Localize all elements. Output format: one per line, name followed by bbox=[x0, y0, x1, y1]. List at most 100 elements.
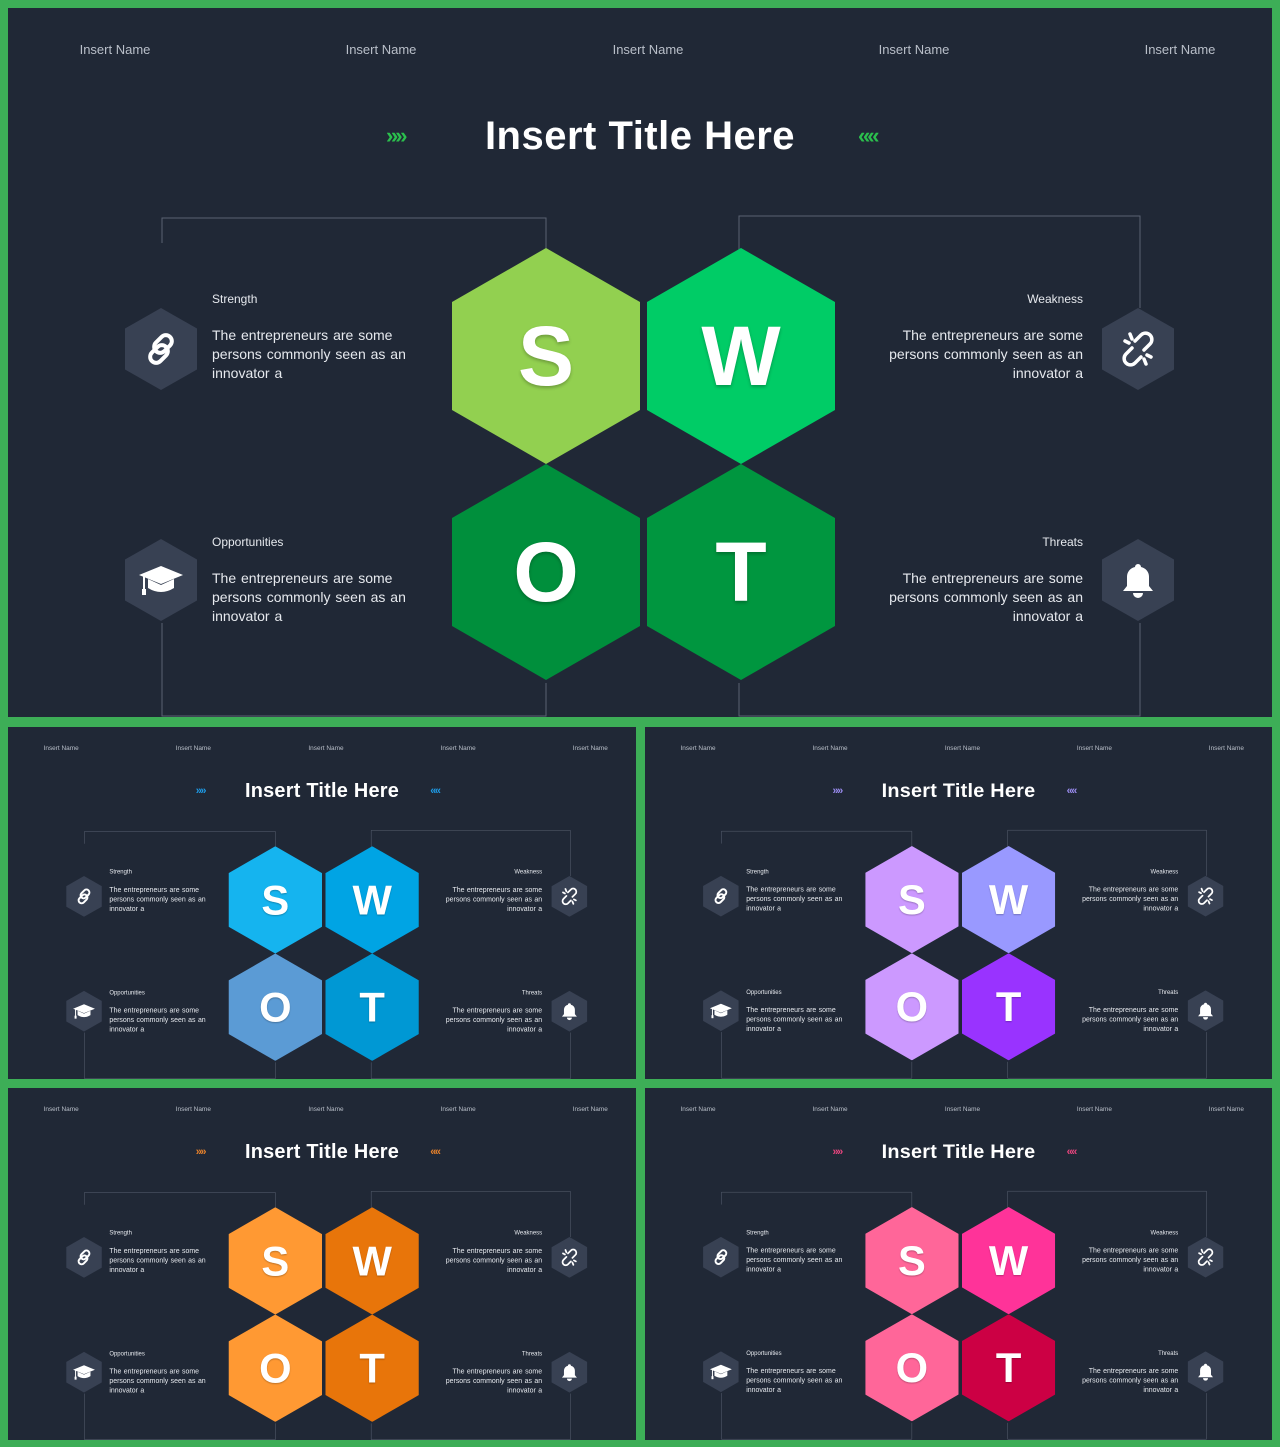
weakness-text: The entrepreneurs are some persons commo… bbox=[445, 885, 543, 913]
threats-label: Threats bbox=[1042, 535, 1083, 549]
swot-hex-weakness: W bbox=[961, 846, 1056, 954]
connector-lines bbox=[161, 215, 1141, 717]
header-name: Insert Name bbox=[175, 743, 211, 752]
title-row: »» Insert Title Here «« bbox=[8, 1138, 636, 1168]
slide-content: Insert Name Insert Name Insert Name Inse… bbox=[645, 727, 1272, 1079]
chevron-left-icon: «« bbox=[1066, 784, 1078, 797]
slide-content: Insert Name Insert Name Insert Name Inse… bbox=[8, 727, 636, 1079]
chevron-right-icon: »» bbox=[195, 784, 207, 797]
weakness-label: Weakness bbox=[1150, 1228, 1179, 1236]
header-name: Insert Name bbox=[175, 1104, 211, 1113]
broken-link-icon bbox=[1197, 1248, 1214, 1266]
header-names: Insert Name Insert Name Insert Name Inse… bbox=[8, 744, 636, 754]
bell-icon bbox=[561, 1364, 577, 1382]
strength-text: The entrepreneurs are some persons commo… bbox=[109, 1246, 206, 1274]
bell-icon bbox=[1123, 564, 1153, 598]
header-name: Insert Name bbox=[308, 1104, 344, 1113]
weakness-text: The entrepreneurs are some persons commo… bbox=[445, 1246, 543, 1274]
header-name: Insert Name bbox=[308, 743, 344, 752]
link-icon bbox=[714, 888, 728, 905]
connector-lines bbox=[721, 1190, 1207, 1440]
header-name: Insert Name bbox=[572, 1104, 608, 1113]
header-name: Insert Name bbox=[572, 743, 608, 752]
connector-lines bbox=[721, 829, 1207, 1079]
slide-content: Insert Name Insert Name Insert Name Inse… bbox=[8, 8, 1272, 717]
link-icon bbox=[714, 1249, 728, 1266]
page-title: Insert Title Here bbox=[881, 779, 1036, 802]
broken-link-icon bbox=[561, 887, 578, 906]
page-title: Insert Title Here bbox=[244, 1140, 400, 1163]
header-name: Insert Name bbox=[440, 1104, 476, 1113]
chevron-left-icon: «« bbox=[430, 1145, 441, 1158]
graduation-cap-icon bbox=[73, 1365, 95, 1380]
title-row: »» Insert Title Here «« bbox=[8, 777, 636, 807]
opportunities-label: Opportunities bbox=[109, 988, 145, 996]
opportunities-text: The entrepreneurs are some persons commo… bbox=[109, 1367, 206, 1395]
header-name: Insert Name bbox=[680, 743, 716, 752]
header-names: Insert Name Insert Name Insert Name Inse… bbox=[8, 1105, 636, 1115]
threats-text: The entrepreneurs are some persons commo… bbox=[1082, 1005, 1179, 1033]
slide-content: Insert Name Insert Name Insert Name Inse… bbox=[645, 1088, 1272, 1440]
opportunities-label: Opportunities bbox=[212, 535, 284, 549]
strength-label: Strength bbox=[746, 867, 769, 875]
header-names: Insert Name Insert Name Insert Name Inse… bbox=[8, 42, 1272, 62]
slide-green[interactable]: Insert Name Insert Name Insert Name Inse… bbox=[8, 8, 1272, 717]
broken-link-icon bbox=[1122, 331, 1154, 367]
weakness-label: Weakness bbox=[514, 1229, 543, 1237]
slide-purple[interactable]: Insert Name Insert Name Insert Name Inse… bbox=[645, 727, 1272, 1079]
opportunities-text: The entrepreneurs are some persons commo… bbox=[746, 1366, 843, 1394]
link-icon bbox=[148, 333, 174, 365]
link-icon bbox=[77, 888, 91, 905]
threats-icon-badge bbox=[1102, 539, 1174, 621]
opportunities-icon-badge bbox=[703, 990, 739, 1032]
strength-text: The entrepreneurs are some persons commo… bbox=[746, 885, 843, 913]
page-title: Insert Title Here bbox=[881, 1140, 1036, 1163]
chevron-right-icon: »» bbox=[386, 123, 408, 148]
threats-label: Threats bbox=[521, 1349, 543, 1357]
bell-icon bbox=[1198, 1363, 1213, 1381]
swot-hex-strength: S bbox=[865, 846, 959, 954]
chevron-left-icon: «« bbox=[858, 123, 880, 148]
chevron-left-icon: «« bbox=[1066, 1145, 1078, 1158]
threats-text: The entrepreneurs are some persons commo… bbox=[445, 1006, 543, 1034]
weakness-label: Weakness bbox=[1150, 867, 1179, 875]
connector-lines bbox=[84, 1191, 571, 1440]
broken-link-icon bbox=[561, 1248, 578, 1267]
header-name: Insert Name bbox=[440, 743, 476, 752]
header-name: Insert Name bbox=[944, 743, 981, 752]
weakness-text: The entrepreneurs are some persons commo… bbox=[889, 327, 1083, 381]
header-name: Insert Name bbox=[79, 42, 151, 57]
header-name: Insert Name bbox=[1144, 42, 1216, 57]
chevron-right-icon: »» bbox=[832, 1145, 844, 1158]
threats-label: Threats bbox=[1158, 988, 1179, 996]
opportunities-label: Opportunities bbox=[746, 988, 782, 996]
weakness-icon-badge bbox=[551, 876, 588, 917]
threats-label: Threats bbox=[1158, 1349, 1179, 1357]
threats-text: The entrepreneurs are some persons commo… bbox=[889, 570, 1083, 624]
opportunities-label: Opportunities bbox=[109, 1349, 145, 1357]
weakness-label: Weakness bbox=[1027, 292, 1083, 306]
broken-link-icon bbox=[1197, 887, 1214, 905]
header-name: Insert Name bbox=[43, 1104, 79, 1113]
weakness-text: The entrepreneurs are some persons commo… bbox=[1082, 885, 1179, 913]
threats-label: Threats bbox=[521, 988, 543, 996]
page-title: Insert Title Here bbox=[244, 779, 400, 802]
header-name: Insert Name bbox=[680, 1104, 716, 1113]
slide-pink[interactable]: Insert Name Insert Name Insert Name Inse… bbox=[645, 1088, 1272, 1440]
header-name: Insert Name bbox=[812, 1104, 848, 1113]
link-icon bbox=[77, 1249, 91, 1266]
strength-label: Strength bbox=[746, 1228, 769, 1236]
graduation-cap-icon bbox=[73, 1004, 95, 1019]
strength-text: The entrepreneurs are some persons commo… bbox=[212, 327, 406, 381]
opportunities-text: The entrepreneurs are some persons commo… bbox=[109, 1006, 206, 1034]
opportunities-text: The entrepreneurs are some persons commo… bbox=[746, 1005, 843, 1033]
header-name: Insert Name bbox=[1208, 743, 1244, 752]
header-name: Insert Name bbox=[1076, 743, 1112, 752]
header-name: Insert Name bbox=[944, 1104, 981, 1113]
header-names: Insert Name Insert Name Insert Name Inse… bbox=[645, 1105, 1272, 1115]
strength-label: Strength bbox=[109, 1229, 132, 1237]
slide-blue[interactable]: Insert Name Insert Name Insert Name Inse… bbox=[8, 727, 636, 1079]
header-name: Insert Name bbox=[812, 743, 848, 752]
slide-orange[interactable]: Insert Name Insert Name Insert Name Inse… bbox=[8, 1088, 636, 1440]
bell-icon bbox=[1198, 1002, 1213, 1020]
